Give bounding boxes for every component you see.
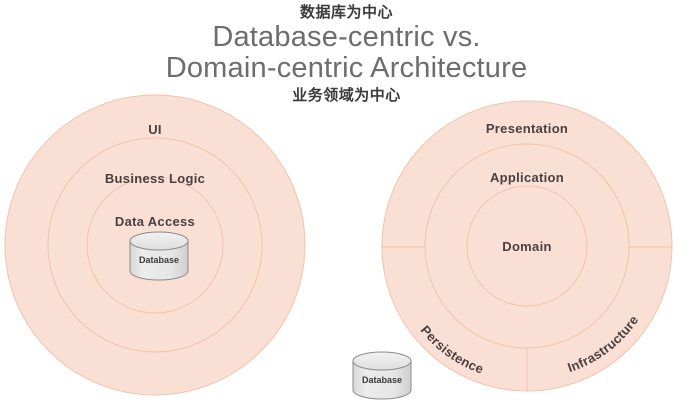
layer-label-ui: UI: [148, 122, 162, 137]
layer-label-application: Application: [490, 170, 564, 185]
db-top: [129, 231, 189, 251]
db-body: [352, 360, 412, 400]
db-body: [129, 240, 189, 281]
db-label-external: Database: [362, 375, 402, 385]
database-cylinder-inner: Database: [129, 231, 189, 281]
layer-label-data-access: Data Access: [115, 214, 195, 229]
right-architecture-group: Presentation Application Domain Persiste…: [381, 100, 673, 392]
layer-label-business-logic: Business Logic: [105, 171, 205, 186]
layer-label-domain: Domain: [502, 239, 551, 254]
db-label-inner: Database: [139, 255, 179, 265]
db-top: [352, 351, 412, 371]
layer-label-presentation: Presentation: [486, 121, 568, 136]
database-cylinder-external: Database: [352, 351, 412, 400]
left-architecture-group: UI Business Logic Data Access Database: [4, 94, 306, 396]
layer-ring-domain: [466, 185, 588, 307]
